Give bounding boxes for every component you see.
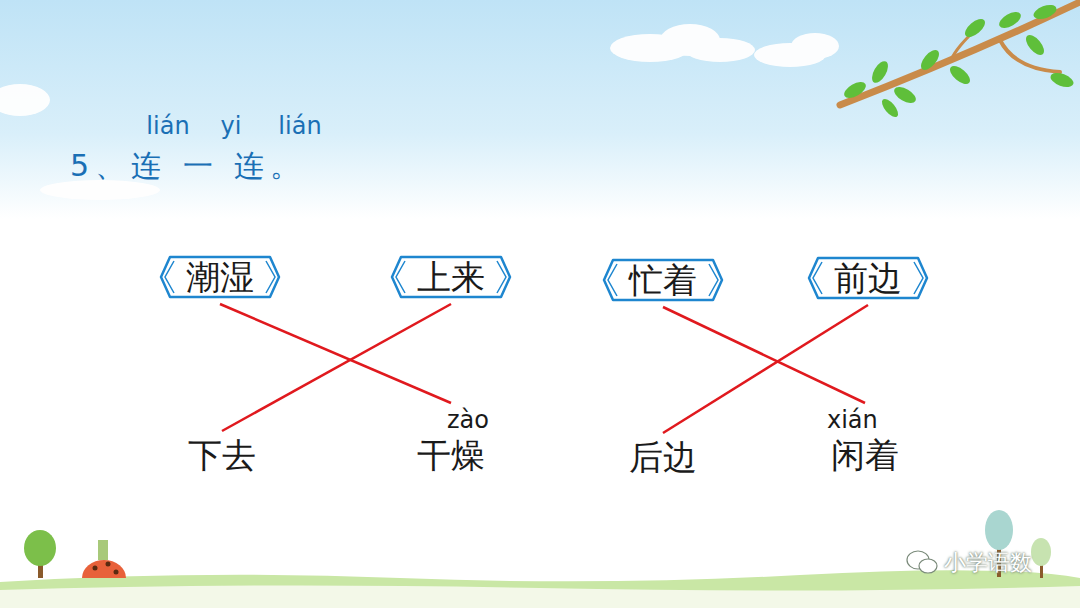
word-text: 潮湿 bbox=[186, 257, 254, 297]
word-text: 干燥 bbox=[417, 435, 485, 475]
word-text: 后边 bbox=[629, 437, 697, 477]
word-text: 下去 bbox=[188, 435, 256, 475]
exercise-title: 5、连 一 连。 bbox=[70, 146, 306, 187]
match-line bbox=[220, 304, 451, 403]
match-line bbox=[663, 307, 865, 403]
pinyin: zào bbox=[447, 407, 489, 433]
word-box: 潮湿 bbox=[160, 256, 280, 298]
watermark: 小学语数 bbox=[944, 548, 1032, 578]
answer-word: 后边 bbox=[625, 437, 701, 477]
pinyin: lián bbox=[278, 112, 321, 140]
word-box: 前边 bbox=[808, 257, 928, 299]
match-line bbox=[222, 304, 451, 431]
word-box: 忙着 bbox=[603, 259, 723, 301]
answer-word: zào干燥 bbox=[413, 407, 489, 475]
answer-word: xián闲着 bbox=[827, 407, 903, 475]
pinyin: yi bbox=[221, 112, 242, 140]
pinyin: xián bbox=[827, 407, 878, 433]
answer-word: 下去 bbox=[184, 435, 260, 475]
word-box: 上来 bbox=[391, 256, 511, 298]
pinyin: lián bbox=[146, 112, 189, 140]
word-text: 闲着 bbox=[831, 435, 899, 475]
word-text: 前边 bbox=[834, 258, 902, 298]
word-text: 忙着 bbox=[629, 260, 697, 300]
word-text: 上来 bbox=[417, 257, 485, 297]
